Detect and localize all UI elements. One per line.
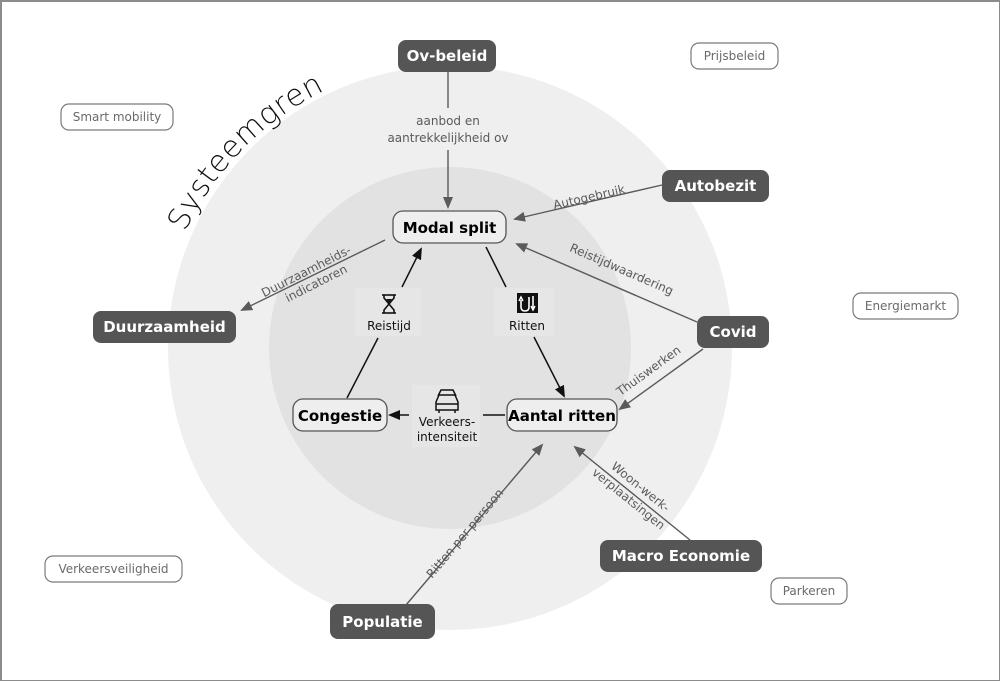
- node-autobezit[interactable]: Autobezit: [662, 170, 769, 202]
- node-smart-mobility[interactable]: Smart mobility: [60, 103, 174, 131]
- edge-populatie-to-aantal-ritten: [405, 443, 544, 606]
- hourglass-icon: [382, 294, 396, 314]
- edge-covid-to-modal-split: [515, 243, 698, 323]
- svg-text:Ov-beleid: Ov-beleid: [407, 47, 488, 65]
- verkeersintensiteit-label-group: Verkeers- intensiteit: [412, 385, 480, 447]
- svg-text:Macro Economie: Macro Economie: [612, 547, 750, 565]
- svg-text:Energiemarkt: Energiemarkt: [865, 299, 947, 313]
- verkeers-label-line1: Verkeers-: [419, 415, 475, 429]
- edge-modal-split-to-ritten: [485, 246, 507, 288]
- edge-macro-economie-to-aantal-ritten: [573, 445, 691, 541]
- svg-text:Covid: Covid: [710, 323, 757, 341]
- svg-text:Duurzaamheid: Duurzaamheid: [103, 318, 226, 336]
- verkeers-label-line2: intensiteit: [417, 430, 478, 444]
- edge-ritten-to-aantal-ritten: [533, 336, 565, 398]
- node-macro-economie[interactable]: Macro Economie: [600, 540, 762, 572]
- svg-text:Modal split: Modal split: [403, 219, 497, 237]
- node-duurzaamheid[interactable]: Duurzaamheid: [93, 311, 236, 343]
- trips-icon: [517, 293, 538, 313]
- node-energiemarkt[interactable]: Energiemarkt: [852, 292, 959, 320]
- edge-modal-split-to-duurzaamheid: [240, 239, 386, 311]
- edge-congestie-to-reistijd: [346, 337, 379, 399]
- edge-label-ov-line1: aanbod en: [416, 114, 480, 128]
- ritten-label: Ritten: [509, 319, 545, 333]
- node-covid[interactable]: Covid: [697, 316, 769, 348]
- inner-core-ring: [269, 167, 631, 529]
- edge-reistijd-to-modal-split: [401, 247, 422, 288]
- reistijd-label-group: Reistijd: [355, 288, 421, 336]
- node-aantal-ritten[interactable]: Aantal ritten: [506, 398, 618, 432]
- svg-text:Aantal ritten: Aantal ritten: [508, 407, 616, 425]
- node-populatie[interactable]: Populatie: [330, 604, 435, 639]
- svg-text:Congestie: Congestie: [298, 407, 382, 425]
- svg-text:Populatie: Populatie: [342, 613, 422, 631]
- node-ov-beleid[interactable]: Ov-beleid: [398, 40, 496, 72]
- cars-icon: [435, 389, 459, 413]
- edge-label-ov-line2: aantrekkelijkheid ov: [387, 131, 508, 145]
- node-parkeren[interactable]: Parkeren: [770, 577, 848, 605]
- ritten-label-group: Ritten: [494, 288, 554, 336]
- svg-text:Prijsbeleid: Prijsbeleid: [704, 49, 766, 63]
- svg-text:Autobezit: Autobezit: [675, 177, 757, 195]
- svg-text:Smart mobility: Smart mobility: [73, 110, 162, 124]
- node-congestie[interactable]: Congestie: [292, 398, 388, 432]
- reistijd-label: Reistijd: [367, 319, 411, 333]
- node-prijsbeleid[interactable]: Prijsbeleid: [690, 42, 779, 70]
- svg-text:Parkeren: Parkeren: [783, 584, 836, 598]
- svg-text:Verkeersveiligheid: Verkeersveiligheid: [58, 562, 168, 576]
- node-verkeersveiligheid[interactable]: Verkeersveiligheid: [44, 555, 183, 583]
- edge-covid-to-aantal-ritten: [618, 348, 704, 411]
- node-modal-split[interactable]: Modal split: [392, 210, 507, 244]
- edge-autobezit-to-modal-split: [513, 184, 663, 222]
